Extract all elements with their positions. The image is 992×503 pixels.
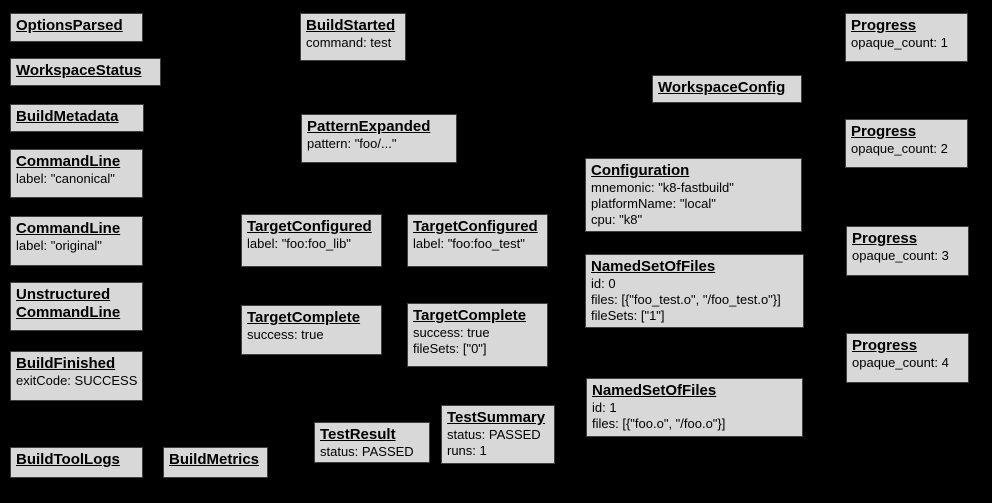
node-field: id: 0 bbox=[591, 276, 616, 291]
node-field: label: "foo:foo_lib" bbox=[247, 236, 351, 251]
node-title: TestSummary bbox=[447, 409, 546, 426]
node-field: exitCode: SUCCESS bbox=[16, 373, 138, 388]
node-title: Progress bbox=[851, 123, 917, 140]
node-field: opaque_count: 1 bbox=[851, 35, 948, 50]
node-title: PatternExpanded bbox=[307, 118, 431, 135]
node-field: runs: 1 bbox=[447, 443, 487, 458]
node-title: TargetComplete bbox=[247, 309, 361, 326]
node-field: files: [{"foo_test.o", "/foo_test.o"}] bbox=[591, 292, 781, 307]
node-title: TargetConfigured bbox=[413, 218, 538, 235]
event-node-build-tool-logs: BuildToolLogs bbox=[10, 447, 143, 478]
node-field: label: "canonical" bbox=[16, 171, 115, 186]
node-field: success: true bbox=[413, 325, 490, 340]
node-title: TestResult bbox=[320, 426, 396, 443]
event-node-workspace-status: WorkspaceStatus bbox=[10, 58, 161, 86]
event-node-options-parsed: OptionsParsed bbox=[10, 13, 143, 42]
node-field: status: PASSED bbox=[320, 444, 414, 459]
node-title: Configuration bbox=[591, 162, 690, 179]
event-node-unstructured-command-line: Unstructured CommandLine bbox=[10, 282, 143, 331]
event-node-build-metrics: BuildMetrics bbox=[163, 447, 268, 478]
node-title: BuildToolLogs bbox=[16, 451, 120, 468]
node-title: Progress bbox=[852, 337, 918, 354]
node-title: Progress bbox=[852, 230, 918, 247]
node-field: status: PASSED bbox=[447, 427, 541, 442]
node-field: platformName: "local" bbox=[591, 196, 716, 211]
node-title: BuildMetadata bbox=[16, 108, 119, 125]
node-field: opaque_count: 3 bbox=[852, 248, 949, 263]
node-field: fileSets: ["0"] bbox=[413, 341, 487, 356]
node-field: opaque_count: 4 bbox=[852, 355, 949, 370]
node-title: CommandLine bbox=[16, 153, 121, 170]
node-field: id: 1 bbox=[592, 400, 617, 415]
node-field: success: true bbox=[247, 327, 324, 342]
node-field: label: "foo:foo_test" bbox=[413, 236, 525, 251]
node-title: Progress bbox=[851, 17, 917, 34]
node-field: mnemonic: "k8-fastbuild" bbox=[591, 180, 734, 195]
node-field: label: "original" bbox=[16, 238, 102, 253]
node-title: TargetConfigured bbox=[247, 218, 372, 235]
node-field: pattern: "foo/..." bbox=[307, 136, 397, 151]
event-node-workspace-config: WorkspaceConfig bbox=[652, 75, 802, 103]
node-title: OptionsParsed bbox=[16, 17, 123, 34]
node-title: TargetComplete bbox=[413, 307, 527, 324]
node-title: BuildStarted bbox=[306, 17, 396, 34]
node-title: Unstructured CommandLine bbox=[16, 286, 121, 321]
node-title: BuildFinished bbox=[16, 355, 116, 372]
node-field: cpu: "k8" bbox=[591, 212, 643, 227]
event-node-build-metadata: BuildMetadata bbox=[10, 104, 144, 132]
node-title: WorkspaceConfig bbox=[658, 79, 786, 96]
node-title: CommandLine bbox=[16, 220, 121, 237]
node-title: BuildMetrics bbox=[169, 451, 260, 468]
node-field: fileSets: ["1"] bbox=[591, 308, 665, 323]
node-field: files: [{"foo.o", "/foo.o"}] bbox=[592, 416, 726, 431]
node-title: WorkspaceStatus bbox=[16, 62, 142, 79]
node-title: NamedSetOfFiles bbox=[591, 258, 716, 275]
node-title: NamedSetOfFiles bbox=[592, 382, 717, 399]
node-field: command: test bbox=[306, 35, 392, 50]
node-field: opaque_count: 2 bbox=[851, 141, 948, 156]
